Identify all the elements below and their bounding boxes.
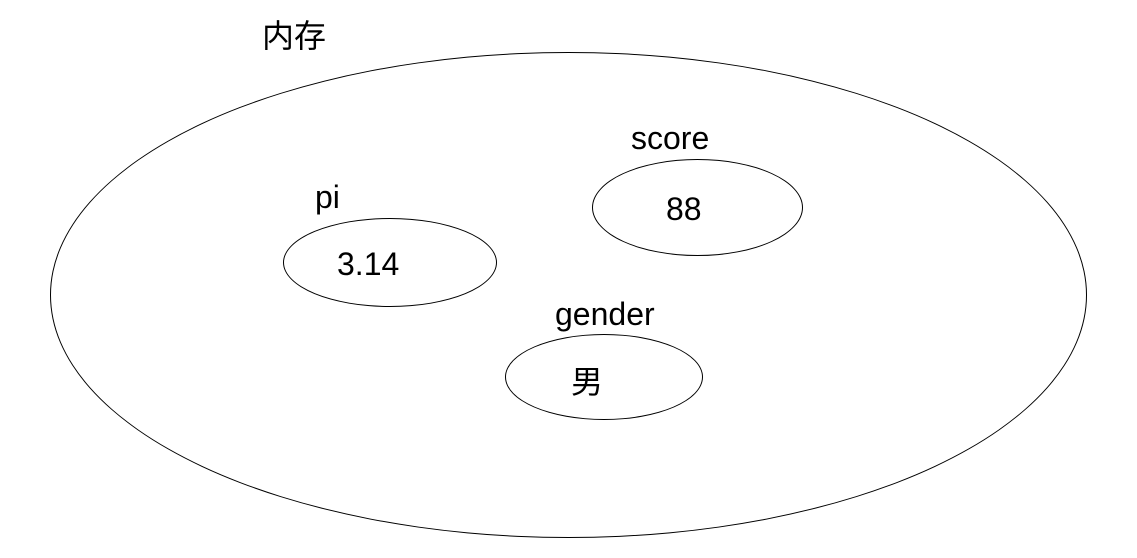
memory-label: 内存 — [262, 18, 327, 54]
variable-name-pi: pi — [315, 179, 340, 215]
variable-name-score: score — [631, 120, 710, 156]
variable-value-gender: 男 — [571, 364, 604, 400]
memory-ellipse — [50, 52, 1087, 538]
variable-value-score: 88 — [666, 191, 702, 227]
variable-name-gender: gender — [555, 296, 655, 332]
variable-ellipse-score — [592, 159, 803, 256]
variable-ellipse-pi — [283, 218, 497, 307]
variable-ellipse-gender — [505, 334, 703, 420]
variable-value-pi: 3.14 — [337, 246, 400, 282]
